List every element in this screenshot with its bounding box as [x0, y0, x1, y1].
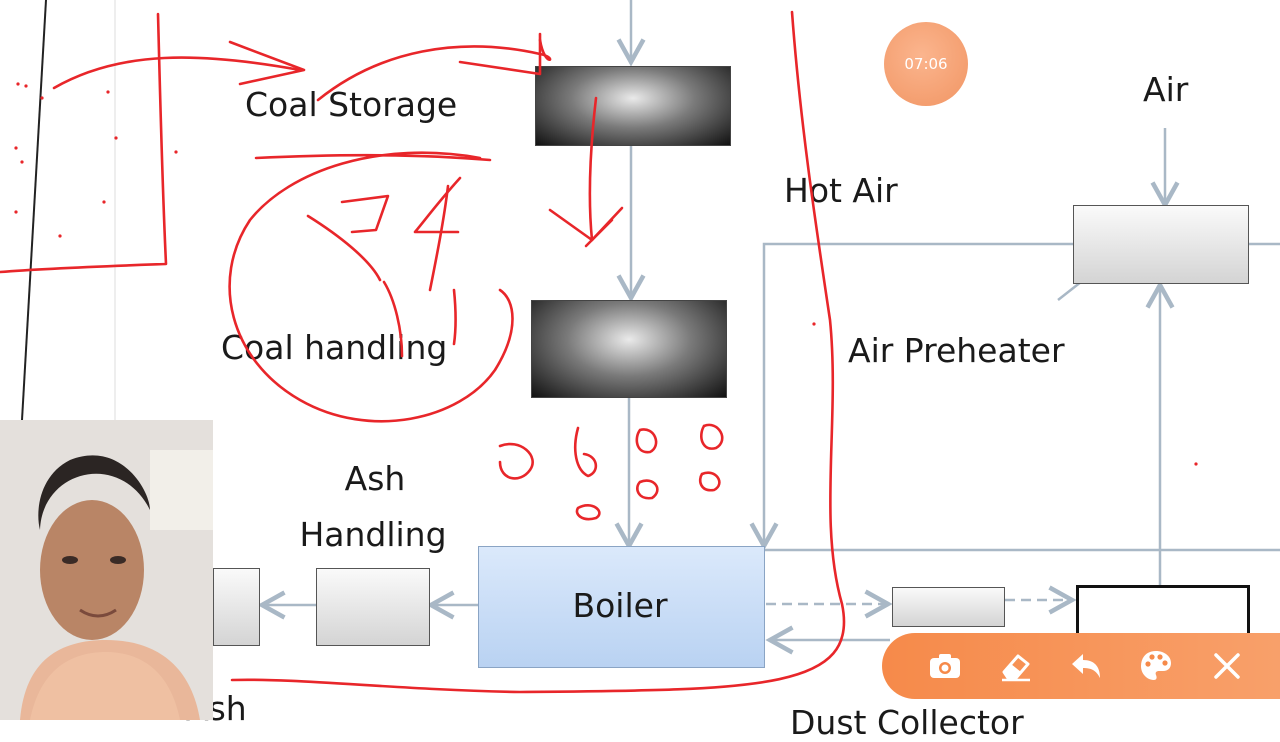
coal-handling-block	[531, 300, 727, 398]
palette-icon	[1141, 651, 1172, 680]
annotation-toolbar	[882, 633, 1280, 699]
webcam-video	[0, 420, 213, 720]
ash-handling-block	[316, 568, 430, 646]
coal-storage-label: Coal Storage	[245, 85, 458, 124]
color-picker-button[interactable]	[1134, 644, 1178, 688]
recording-timer: 07:06	[884, 22, 968, 106]
air-label: Air	[1143, 70, 1189, 109]
eraser-button[interactable]	[994, 644, 1038, 688]
undo-button[interactable]	[1064, 644, 1108, 688]
hot-air-label: Hot Air	[784, 171, 898, 210]
camera-icon	[930, 654, 961, 678]
coal-storage-block	[535, 66, 731, 146]
air-preheater-block	[1073, 205, 1249, 284]
boiler-block	[478, 546, 765, 668]
dust-collector-small-block	[892, 587, 1005, 627]
camera-button[interactable]	[923, 644, 967, 688]
eraser-icon	[1001, 654, 1030, 682]
air-preheater-label: Air Preheater	[848, 331, 1065, 370]
undo-icon	[1071, 654, 1100, 678]
boiler-label: Boiler	[572, 586, 668, 625]
presenter-image	[0, 420, 213, 720]
ash-handling-label-line1: Ash	[344, 459, 406, 498]
close-button[interactable]	[1205, 644, 1249, 688]
pen-annotations	[0, 10, 1198, 694]
ash-handling-label-line2: Handling	[299, 515, 447, 554]
coal-handling-label: Coal handling	[221, 328, 448, 367]
close-icon	[1214, 653, 1240, 679]
ash-block	[213, 568, 260, 646]
